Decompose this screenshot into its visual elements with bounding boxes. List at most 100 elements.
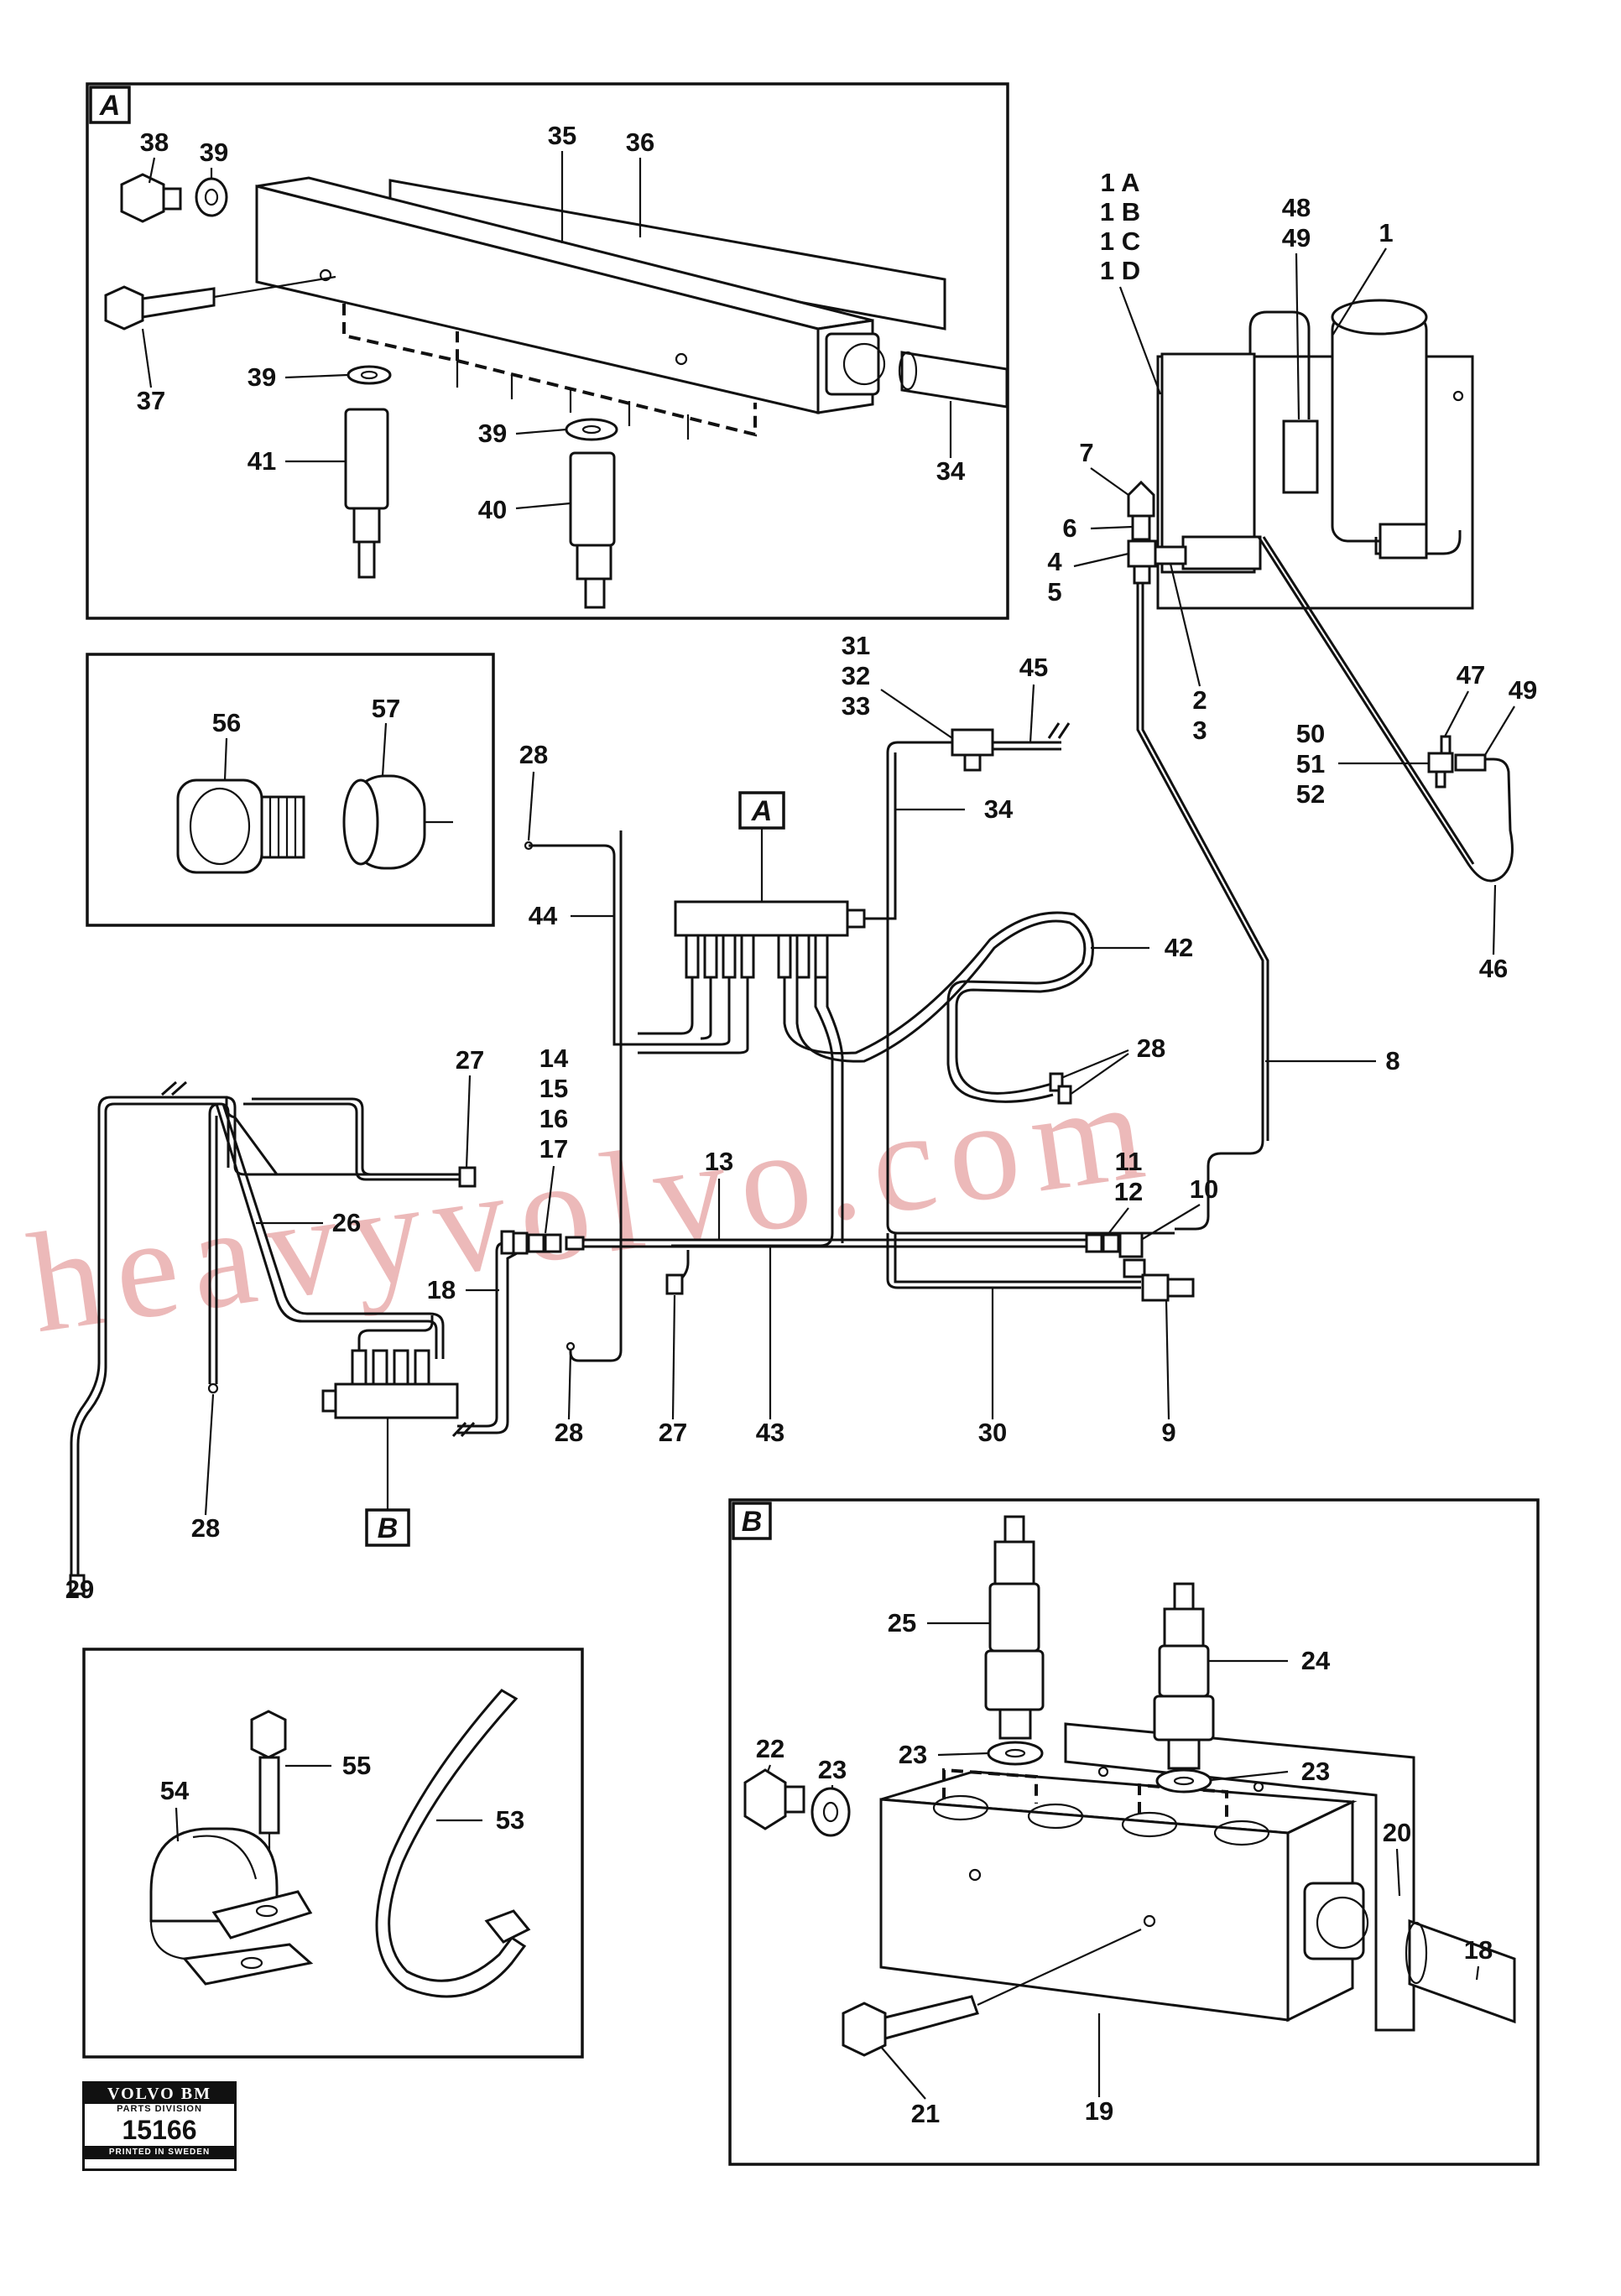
fitting-right xyxy=(1303,1882,1365,1960)
washer-39 xyxy=(565,418,618,441)
detail-b-tag xyxy=(732,1502,772,1540)
tee-9 xyxy=(1141,1273,1170,1302)
callout-40: 40 xyxy=(478,495,507,524)
detail-clamp: 54 55 53 xyxy=(82,1648,584,2059)
callout-41: 41 xyxy=(248,446,276,476)
manifold-hole xyxy=(319,268,332,282)
callout-42: 42 xyxy=(1165,933,1193,962)
callout-47: 47 xyxy=(1457,660,1485,690)
callout-1d: 1 D xyxy=(1100,256,1140,285)
callout-35: 35 xyxy=(548,121,576,150)
bolt-37 xyxy=(104,285,144,331)
callout-28: 28 xyxy=(191,1513,220,1543)
elbow-27 xyxy=(458,1166,477,1188)
callout-27: 27 xyxy=(659,1418,687,1447)
distributor xyxy=(674,900,849,937)
bolt-55 xyxy=(250,1710,287,1759)
manifold-hole xyxy=(675,352,688,366)
callout-13: 13 xyxy=(705,1147,733,1176)
detail-clamp-frame xyxy=(82,1648,584,2059)
callout-21: 21 xyxy=(911,2099,940,2128)
callout-34: 34 xyxy=(936,456,966,486)
callout-43: 43 xyxy=(756,1418,784,1447)
callout-54: 54 xyxy=(160,1776,190,1805)
callout-7: 7 xyxy=(1079,438,1093,467)
callout-5: 5 xyxy=(1047,577,1061,607)
callout-15: 15 xyxy=(539,1074,568,1103)
line-34 xyxy=(886,741,1175,1235)
callout-27: 27 xyxy=(456,1045,484,1075)
elbow-10 xyxy=(1118,1231,1144,1258)
port-lines xyxy=(456,361,690,440)
callout-53: 53 xyxy=(496,1805,524,1835)
callout-24: 24 xyxy=(1301,1646,1331,1675)
sensor-25 xyxy=(1003,1515,1025,1544)
block-body-19 xyxy=(879,1798,1290,2022)
detail-plug: 56 57 xyxy=(86,653,495,927)
callout-49: 49 xyxy=(1282,223,1311,253)
fitting-47 xyxy=(1427,752,1454,773)
callout-57: 57 xyxy=(372,694,400,723)
washer-39 xyxy=(195,177,228,217)
callout-52: 52 xyxy=(1296,779,1325,809)
callout-38: 38 xyxy=(140,128,169,157)
hose-34 xyxy=(900,351,1009,409)
callout-6: 6 xyxy=(1062,513,1076,543)
line-44 xyxy=(529,844,638,1046)
callout-28: 28 xyxy=(519,740,548,769)
callout-1: 1 xyxy=(1379,218,1393,247)
callout-4: 4 xyxy=(1047,547,1062,576)
ref-a-label: A xyxy=(751,795,773,827)
distributor-outlets xyxy=(685,934,829,979)
line-30 xyxy=(886,1233,1141,1289)
logo-brand: VOLVO BM xyxy=(85,2084,234,2104)
tee-31 xyxy=(951,728,994,757)
nut-22 xyxy=(743,1768,787,1830)
grease-nipple-7 xyxy=(1127,480,1155,518)
detail-b-frame xyxy=(728,1498,1540,2166)
callout-1b: 1 B xyxy=(1100,197,1140,226)
pump-assembly xyxy=(1127,299,1514,1231)
detail-plug-frame xyxy=(86,653,495,927)
central-system: A xyxy=(69,722,1195,1596)
distributor-b xyxy=(334,1382,459,1419)
callout-39: 39 xyxy=(200,138,228,167)
detail-b-callouts: 25 24 22 23 23 23 20 18 21 19 xyxy=(756,1608,1493,2128)
callout-48: 48 xyxy=(1282,193,1311,222)
callout-37: 37 xyxy=(137,386,165,415)
callout-11: 11 xyxy=(1115,1147,1143,1176)
callout-39: 39 xyxy=(248,362,276,392)
callout-1a: 1 A xyxy=(1100,168,1139,197)
callout-55: 55 xyxy=(342,1751,371,1780)
fitting-ring xyxy=(842,342,886,386)
callout-39: 39 xyxy=(478,419,507,448)
callout-28: 28 xyxy=(1137,1033,1165,1063)
callout-25: 25 xyxy=(888,1608,916,1637)
callout-30: 30 xyxy=(978,1418,1007,1447)
volvo-bm-logo: VOLVO BM PARTS DIVISION 15166 PRINTED IN… xyxy=(82,2081,237,2171)
dashed-ports xyxy=(342,304,757,437)
callout-17: 17 xyxy=(539,1134,568,1164)
line-8 xyxy=(1136,583,1264,1231)
cable-tie-53 xyxy=(375,1689,527,1998)
callout-32: 32 xyxy=(842,661,870,690)
elbow-29 xyxy=(69,1574,86,1596)
logo-footer: PRINTED IN SWEDEN xyxy=(85,2146,234,2159)
callout-20: 20 xyxy=(1383,1818,1411,1847)
washer-39 xyxy=(347,365,392,385)
line-43 xyxy=(671,977,834,1247)
callout-23: 23 xyxy=(1301,1757,1330,1786)
callout-3: 3 xyxy=(1192,716,1207,745)
callout-26: 26 xyxy=(332,1208,361,1237)
callout-18: 18 xyxy=(1464,1935,1493,1965)
callout-51: 51 xyxy=(1296,749,1325,778)
detail-b-label: B xyxy=(742,1506,763,1538)
callout-29: 29 xyxy=(65,1575,94,1604)
tee-4 xyxy=(1127,539,1157,568)
fitting-11 xyxy=(1085,1233,1103,1253)
washer-23 xyxy=(987,1741,1044,1766)
washer-23 xyxy=(1155,1768,1212,1794)
callout-44: 44 xyxy=(529,901,558,930)
line-42 xyxy=(783,911,1094,1095)
